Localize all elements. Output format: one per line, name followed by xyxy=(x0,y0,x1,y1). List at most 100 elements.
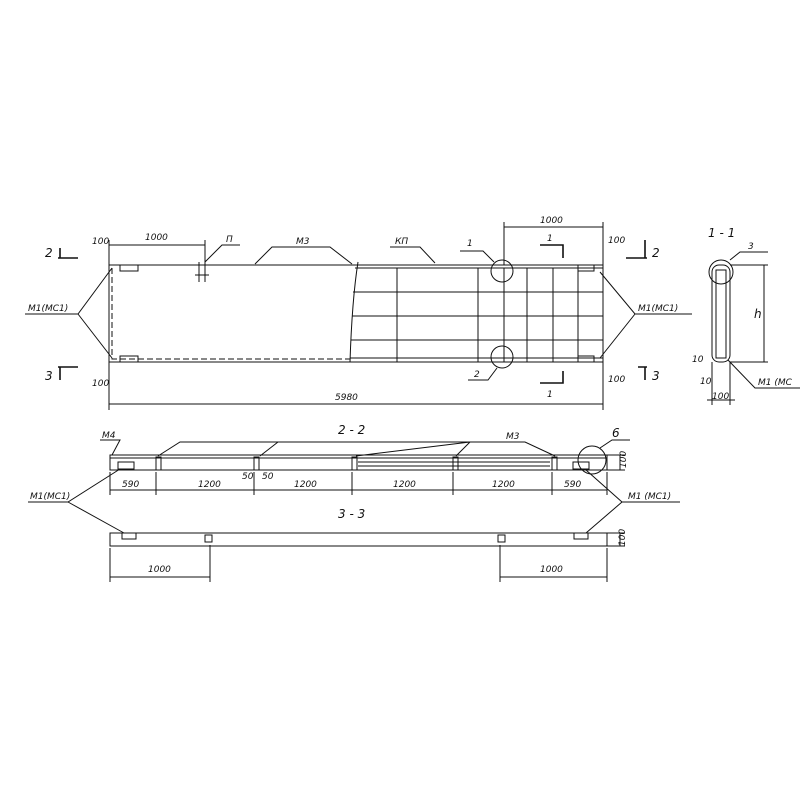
cut-marker xyxy=(626,240,647,259)
leader xyxy=(254,246,353,265)
label-m1: М1 (МС xyxy=(758,378,793,388)
cut-marker xyxy=(638,366,647,380)
leader xyxy=(468,367,498,381)
leader xyxy=(157,441,556,457)
dim-1200: 1200 xyxy=(492,480,515,490)
dim-100: 100 xyxy=(92,237,109,247)
dim-h: h xyxy=(754,307,762,321)
dim-1200: 1200 xyxy=(393,480,416,490)
dim-height: 100 xyxy=(618,529,628,546)
dim-1000-right: 1000 xyxy=(540,216,563,226)
label-m4: М4 xyxy=(102,431,116,441)
leader xyxy=(599,439,630,449)
dim-line xyxy=(108,240,206,265)
plan-outline xyxy=(108,264,604,363)
leader xyxy=(460,250,495,263)
dim-10: 10 xyxy=(700,377,712,387)
label-m1-right: М1 (МС1) xyxy=(628,492,671,502)
embedded-plate-m1 xyxy=(577,355,595,363)
detail-circle-3 xyxy=(708,259,734,285)
lifting-loop xyxy=(204,534,213,543)
section-title-3-3: 3 - 3 xyxy=(338,507,365,521)
dim-10: 10 xyxy=(692,355,704,365)
label-p: П xyxy=(226,235,233,245)
leader xyxy=(204,244,240,263)
leader xyxy=(599,271,692,359)
dim-590: 590 xyxy=(564,480,581,490)
detail-circle-6 xyxy=(577,445,607,475)
section-outline xyxy=(109,454,608,471)
plan-view: 1000 1000 100 100 100 100 5980 П М3 КП 1… xyxy=(25,216,692,410)
detail-circle-2 xyxy=(490,345,514,369)
dim-line-h xyxy=(730,264,768,363)
embedded-plate-m1 xyxy=(121,532,137,540)
dim-100: 100 xyxy=(608,236,625,246)
dim-1200: 1200 xyxy=(198,480,221,490)
label-m1-left: М1(МС1) xyxy=(30,492,70,502)
embedded-plate-m1 xyxy=(119,264,139,272)
label-kp: КП xyxy=(395,237,408,247)
leader xyxy=(390,246,436,264)
lifting-loop-icon xyxy=(195,262,209,282)
embedded-plate-m1 xyxy=(577,264,595,272)
section-2-2: 2 - 2 М4 М3 6 100 590 1200 1200 1200 120… xyxy=(28,423,680,503)
callout-3: 3 xyxy=(748,242,754,252)
dim-590: 590 xyxy=(122,480,139,490)
cut-2-right: 2 xyxy=(652,246,660,260)
dim-line xyxy=(503,222,604,265)
reinforcement-mesh xyxy=(350,267,603,362)
cut-marker xyxy=(58,366,78,380)
cut-marker xyxy=(58,248,78,259)
leader xyxy=(100,439,121,456)
dim-chain xyxy=(109,472,608,495)
callout-6: 6 xyxy=(612,426,620,440)
label-m3: М3 xyxy=(506,432,520,442)
dim-100: 100 xyxy=(712,392,729,402)
cut-1-bottom: 1 xyxy=(547,390,553,400)
dim-1000-left: 1000 xyxy=(145,233,168,243)
dim-line xyxy=(109,545,211,582)
callout-2: 2 xyxy=(474,370,480,380)
dim-line-total xyxy=(108,362,604,410)
dim-line xyxy=(607,532,625,547)
embedded-plate-m1 xyxy=(119,355,139,363)
section-1-1: 1 - 1 3 h 10 10 100 М1 (МС xyxy=(692,226,800,405)
cut-3-left: 3 xyxy=(45,369,53,383)
detail-circle-1 xyxy=(490,259,514,283)
break-line xyxy=(349,261,359,363)
leader xyxy=(729,251,768,261)
embedded-plate-m1 xyxy=(573,532,589,540)
dim-line xyxy=(607,454,625,471)
leader xyxy=(25,267,113,359)
dim-100: 100 xyxy=(608,375,625,385)
plan-hidden-edge xyxy=(111,268,350,360)
ribs xyxy=(155,456,558,471)
dim-50: 50 xyxy=(242,472,254,482)
section-outline xyxy=(109,532,608,547)
section-title-1-1: 1 - 1 xyxy=(708,226,735,240)
dim-100: 100 xyxy=(92,379,109,389)
section-3-3: 3 - 3 100 1000 1000 xyxy=(67,501,628,582)
dim-1000-left: 1000 xyxy=(148,565,171,575)
section-rebar xyxy=(715,269,727,359)
section-title-2-2: 2 - 2 xyxy=(338,423,365,437)
leader xyxy=(67,501,623,534)
section-outline xyxy=(711,264,731,363)
dim-height: 100 xyxy=(619,451,629,468)
dim-1200: 1200 xyxy=(294,480,317,490)
lifting-loop xyxy=(497,534,506,543)
cut-2-left: 2 xyxy=(45,246,53,260)
callout-1: 1 xyxy=(467,239,473,249)
dim-1000-right: 1000 xyxy=(540,565,563,575)
dim-50: 50 xyxy=(262,472,274,482)
label-m1-left: М1(МС1) xyxy=(28,304,68,314)
cut-1-top: 1 xyxy=(547,234,553,244)
label-m1-right: М1(МС1) xyxy=(638,304,678,314)
dim-line xyxy=(707,362,735,405)
dim-5980: 5980 xyxy=(335,393,358,403)
cut-marker xyxy=(540,244,564,258)
label-m3: М3 xyxy=(296,237,310,247)
cut-marker xyxy=(540,371,564,384)
leader xyxy=(727,359,800,389)
